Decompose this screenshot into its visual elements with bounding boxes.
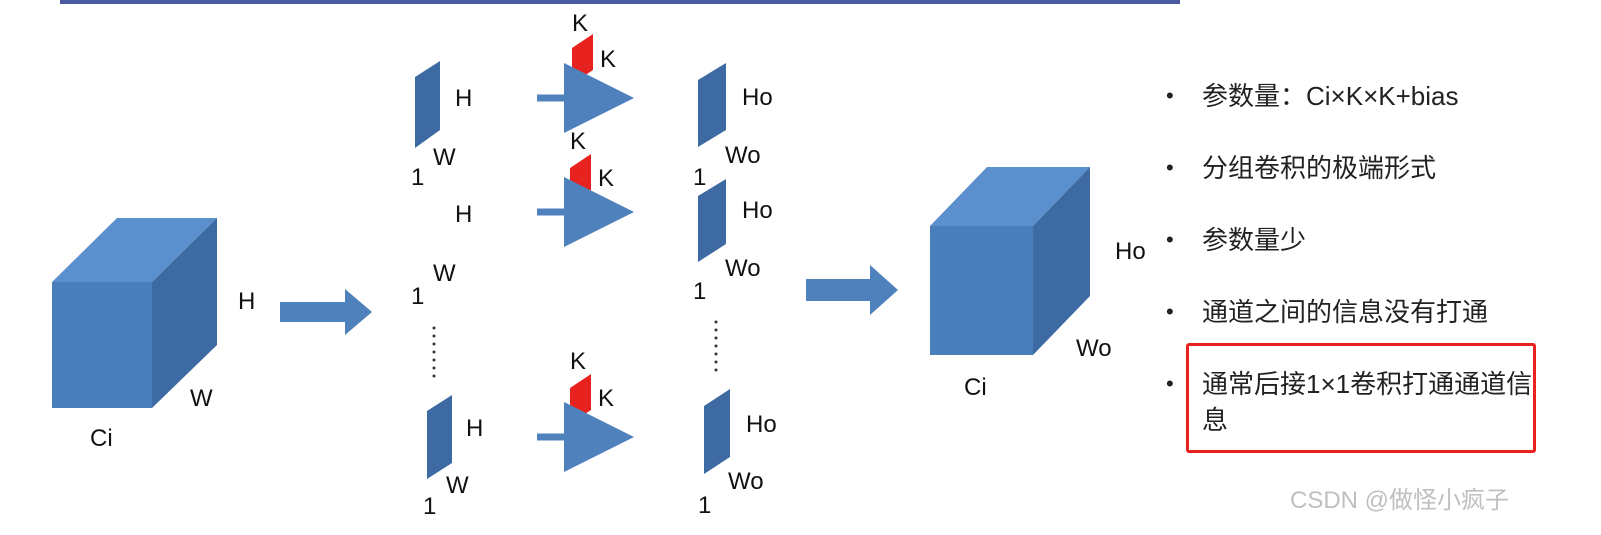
row3-one-out-label: 1 <box>698 492 712 519</box>
input-c-label: Ci <box>90 425 113 452</box>
row3-k1-label: K <box>570 348 587 375</box>
row2-wo-label: Wo <box>725 255 761 282</box>
ellipsis-right <box>714 320 718 372</box>
row1-k2-label: K <box>600 46 617 73</box>
bullet-marker: • <box>1166 227 1174 252</box>
kernel-2 <box>570 154 591 204</box>
row3-ho-label: Ho <box>746 411 777 438</box>
input-cube-side <box>152 218 217 408</box>
bullet-marker: • <box>1166 299 1174 324</box>
output-cube-side <box>1033 167 1090 355</box>
bullet-text: 通道之间的信息没有打通 <box>1202 297 1489 327</box>
output-cube <box>930 167 1090 355</box>
input-w-label: W <box>190 385 213 412</box>
watermark: CSDN @做怪小疯子 <box>1290 487 1510 514</box>
output-plane-1 <box>698 63 726 147</box>
bullet-list: • 参数量：Ci×K×K+bias • 分组卷积的极端形式 • 参数量少 • 通… <box>1160 78 1550 438</box>
row3-wo-label: Wo <box>728 468 764 495</box>
row2-k2-label: K <box>598 165 615 192</box>
bullet-text: 分组卷积的极端形式 <box>1202 153 1437 183</box>
output-c-label: Ci <box>964 374 987 401</box>
row1-w-label: W <box>433 144 456 171</box>
row3-k2-label: K <box>598 385 615 412</box>
row2-k1-label: K <box>570 128 587 155</box>
highlight-box <box>1186 343 1536 453</box>
input-arrow <box>280 289 372 335</box>
bullet-item: • 通常后接1×1卷积打通通道信息 <box>1160 366 1550 438</box>
bullet-marker: • <box>1166 371 1174 396</box>
row2-h-label: H <box>455 201 473 228</box>
row1-h-label: H <box>455 85 473 112</box>
bullet-marker: • <box>1166 83 1174 108</box>
output-h-label: Ho <box>1115 238 1146 265</box>
output-w-label: Wo <box>1076 335 1112 362</box>
row3-w-label: W <box>446 472 469 499</box>
row3-h-label: H <box>466 415 484 442</box>
ellipsis-left <box>432 326 436 378</box>
bullet-item: • 分组卷积的极端形式 <box>1160 150 1550 186</box>
kernel-1 <box>572 34 593 84</box>
input-h-label: H <box>238 288 256 315</box>
bullet-text: 参数量少 <box>1202 225 1307 255</box>
output-cube-front <box>930 226 1033 355</box>
row2-ho-label: Ho <box>742 197 773 224</box>
bullet-item: • 通道之间的信息没有打通 <box>1160 294 1550 330</box>
row2-one-label: 1 <box>411 283 425 310</box>
input-cube-top <box>52 218 217 282</box>
row1-ho-label: Ho <box>742 84 773 111</box>
row3-one-label: 1 <box>423 493 437 520</box>
bullet-marker: • <box>1166 155 1174 180</box>
bullet-text: 通常后接1×1卷积打通通道信息 <box>1202 369 1533 435</box>
row1-one-label: 1 <box>411 164 425 191</box>
row1-k1-label: K <box>572 10 589 37</box>
bullet-item: • 参数量少 <box>1160 222 1550 258</box>
row1-one-out-label: 1 <box>693 164 707 191</box>
output-plane-2 <box>698 179 726 262</box>
bullet-text: 参数量：Ci×K×K+bias <box>1202 81 1459 111</box>
row2-one-out-label: 1 <box>693 278 707 305</box>
row1-wo-label: Wo <box>725 142 761 169</box>
input-cube-front <box>52 282 152 408</box>
row2-w-label: W <box>433 260 456 287</box>
output-arrow <box>806 265 898 315</box>
input-plane-1 <box>415 61 440 148</box>
output-plane-3 <box>704 389 730 474</box>
input-plane-3 <box>427 395 452 479</box>
kernel-3 <box>570 374 591 424</box>
input-cube <box>52 218 217 408</box>
output-cube-top <box>930 167 1090 226</box>
bullet-item: • 参数量：Ci×K×K+bias <box>1160 78 1550 114</box>
